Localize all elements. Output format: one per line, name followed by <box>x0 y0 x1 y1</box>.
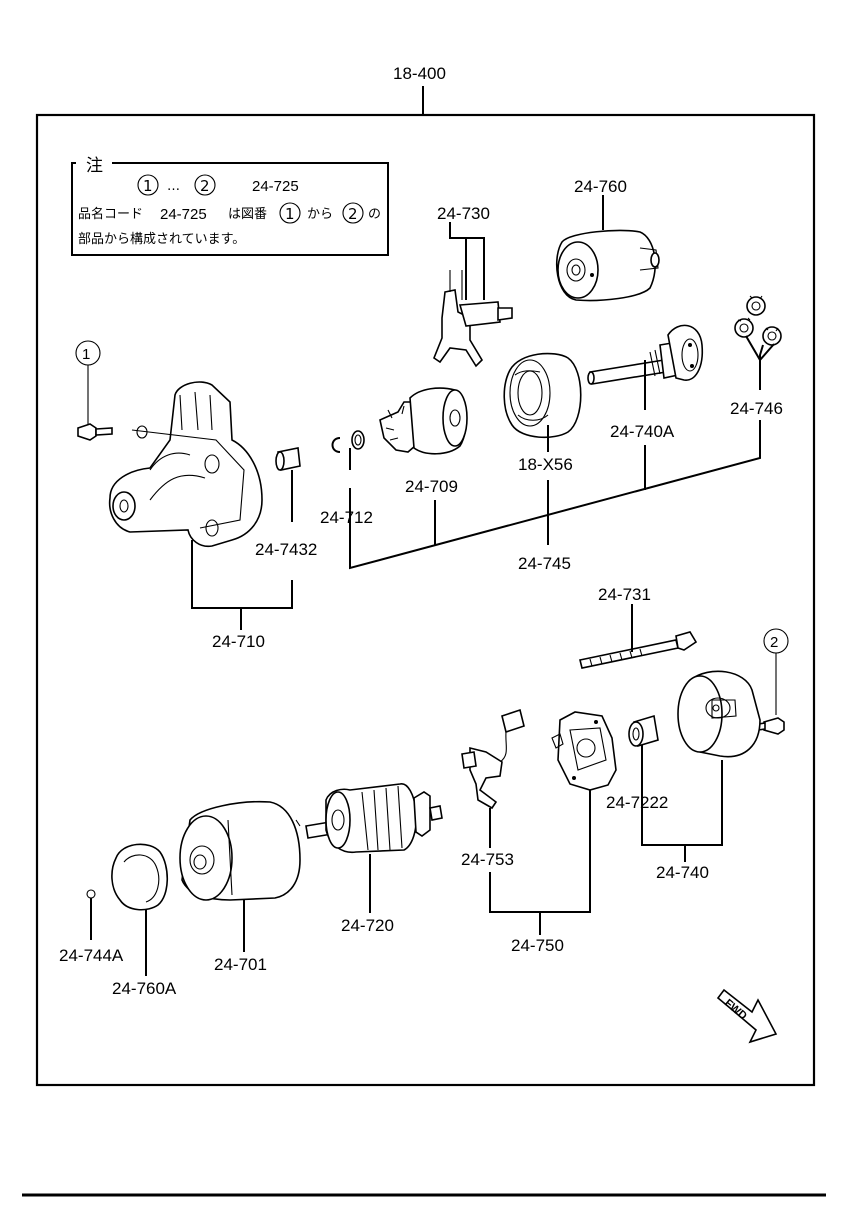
note-line2-mid: は図番 <box>228 207 267 222</box>
end-cover-part <box>111 843 169 911</box>
label-24-709: 24-709 <box>405 477 458 496</box>
label-24-7432: 24-7432 <box>255 540 317 559</box>
starter-housing-part <box>108 381 263 548</box>
note-line2-circle-2-text: 2 <box>348 205 358 223</box>
shift-lever-part <box>433 270 513 368</box>
note-code: 24-725 <box>252 178 299 195</box>
marker-2: 2 <box>763 628 789 715</box>
label-24-731: 24-731 <box>598 585 651 604</box>
planet-gears-part <box>734 295 782 346</box>
through-bolt-part <box>579 631 698 669</box>
forward-arrow-icon: FWD <box>716 988 778 1044</box>
label-24-740A: 24-740A <box>610 422 675 441</box>
brush-holder-part <box>551 711 617 791</box>
note-box: 注 1 … 2 24-725 品名コード 24-725 は図番 1 から 2 の… <box>71 156 389 256</box>
gear-housing-part <box>503 352 582 439</box>
label-24-750: 24-750 <box>511 936 564 955</box>
diagram-frame <box>35 113 816 1087</box>
label-24-730: 24-730 <box>437 204 490 223</box>
label-24-720: 24-720 <box>341 916 394 935</box>
bushing-part <box>275 447 301 471</box>
marker-1: 1 <box>75 340 101 425</box>
note-circle-2 <box>194 174 216 196</box>
snap-ring-part <box>331 430 365 453</box>
note-line2-circle-1-text: 1 <box>285 205 295 223</box>
pinion-clutch-part <box>379 387 468 455</box>
note-ellipsis: … <box>167 179 180 194</box>
steel-ball-part <box>86 889 96 899</box>
note-line2-suffix: の <box>368 207 381 222</box>
yoke-part <box>179 800 301 901</box>
solenoid-part <box>555 229 660 302</box>
brush-part <box>461 708 525 810</box>
note-line2-prefix: 品名コード <box>78 206 143 222</box>
label-24-753: 24-753 <box>461 850 514 869</box>
label-24-710: 24-710 <box>212 632 265 651</box>
svg-text:2: 2 <box>770 634 778 651</box>
assembly-label: 18-400 <box>393 64 446 83</box>
note-circle-1-text: 1 <box>143 177 153 195</box>
svg-text:1: 1 <box>82 346 90 363</box>
note-line2-circle-2 <box>342 202 364 224</box>
label-24-744A: 24-744A <box>59 946 124 965</box>
note-circle-2-text: 2 <box>200 177 210 195</box>
armature-part <box>305 783 443 854</box>
label-18-X56: 18-X56 <box>518 455 573 474</box>
label-24-7222: 24-7222 <box>606 793 668 812</box>
label-24-712: 24-712 <box>320 508 373 527</box>
label-24-701: 24-701 <box>214 955 267 974</box>
note-line2-from: から <box>307 207 333 222</box>
end-bushing-part <box>628 714 659 748</box>
planetary-shaft-part <box>587 324 704 385</box>
label-24-740: 24-740 <box>656 863 709 882</box>
note-line3: 部品から構成されています。 <box>78 232 245 247</box>
label-24-760A: 24-760A <box>112 979 177 998</box>
note-line2-circle-1 <box>279 202 301 224</box>
end-frame-part <box>677 670 761 758</box>
label-24-745: 24-745 <box>518 554 571 573</box>
label-24-746: 24-746 <box>730 399 783 418</box>
note-circle-1 <box>137 174 159 196</box>
screw-part <box>757 717 785 735</box>
note-line2-code: 24-725 <box>160 206 207 223</box>
note-title: 注 <box>86 156 103 176</box>
bolt-part <box>77 423 113 441</box>
label-24-760: 24-760 <box>574 177 627 196</box>
leader-lines <box>90 195 775 976</box>
